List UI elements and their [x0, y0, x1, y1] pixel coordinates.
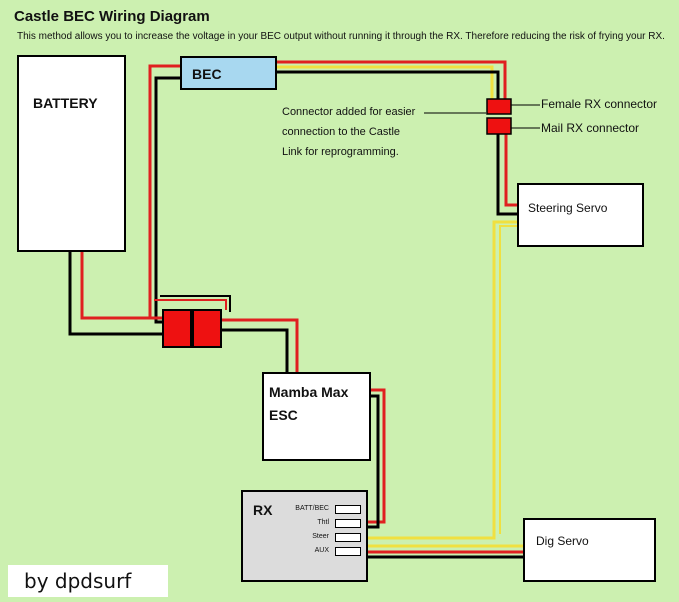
female-connector-label: Female RX connector	[541, 97, 658, 111]
steer-yellow-wire	[364, 220, 518, 540]
diagram-title: Castle BEC Wiring Diagram	[14, 8, 210, 25]
bec-box: BEC	[180, 56, 277, 90]
esc-red-wire	[222, 318, 299, 372]
female-rx-connector	[486, 98, 512, 115]
battery-red-wire	[80, 250, 163, 320]
battery-label: BATTERY	[33, 95, 98, 111]
battery-box: BATTERY	[17, 55, 126, 252]
diagram-subtitle: This method allows you to increase the v…	[17, 31, 665, 42]
connector-note: Connector added for easier connection to…	[282, 106, 416, 158]
rx-port-label-steer: Steer	[312, 533, 329, 540]
esc-throttle-black-wire	[362, 394, 380, 529]
connector-top-red-wire	[154, 299, 227, 310]
bec-out-black-wire	[276, 70, 500, 99]
esc-label-line1: Mamba Max	[269, 384, 349, 400]
rx-port-label-aux: AUX	[314, 547, 329, 554]
esc-black-wire	[222, 328, 289, 372]
main-connector-right	[192, 309, 222, 348]
rx-label: RX	[253, 502, 273, 518]
bec-label: BEC	[192, 66, 222, 82]
steering-servo-label: Steering Servo	[528, 201, 608, 215]
male-rx-connector	[486, 117, 512, 135]
connector-top-wire	[160, 295, 231, 312]
main-connector-left	[162, 309, 192, 348]
rx-port-steer	[335, 533, 361, 542]
male-connector-label: Mail RX connector	[541, 121, 640, 135]
battery-black-wire	[68, 250, 163, 336]
bec-input-black-wire	[154, 76, 180, 324]
esc-throttle-red-wire	[362, 388, 386, 524]
servo-black-wire	[496, 134, 518, 216]
steer-yellow-wire-2	[499, 225, 518, 534]
rx-port-label-batt: BATT/BEC	[295, 505, 329, 512]
rx-port-label-thtl: Thtl	[317, 519, 329, 526]
esc-label-line2: ESC	[269, 407, 298, 423]
bec-out-red-wire	[276, 60, 507, 99]
dig-servo-label: Dig Servo	[536, 534, 589, 548]
servo-red-wire	[504, 134, 518, 207]
rx-box: RX BATT/BEC Thtl Steer AUX	[241, 490, 368, 582]
author-credit: by dpdsurf	[8, 565, 168, 597]
steering-servo-box: Steering Servo	[517, 183, 644, 247]
dig-servo-box: Dig Servo	[523, 518, 656, 582]
rx-port-thtl	[335, 519, 361, 528]
esc-box: Mamba Max ESC	[262, 372, 371, 461]
rx-port-batt	[335, 505, 361, 514]
bec-out-yellow-wire	[276, 65, 494, 99]
rx-port-aux	[335, 547, 361, 556]
